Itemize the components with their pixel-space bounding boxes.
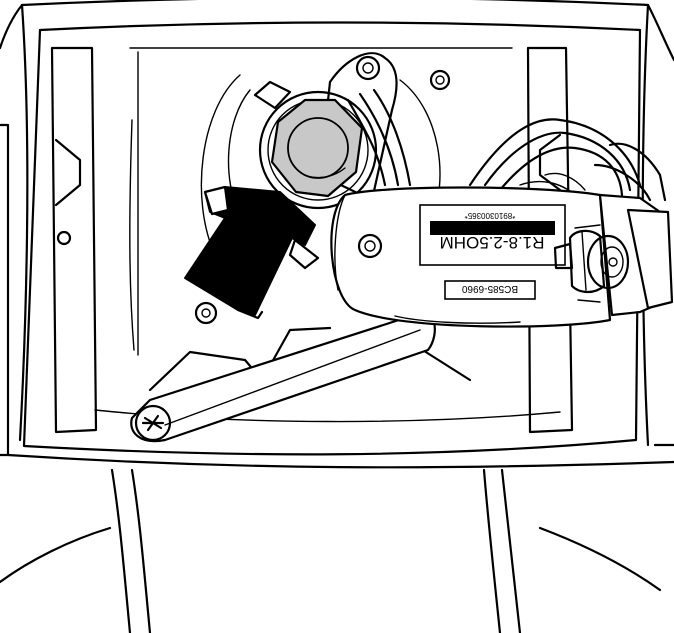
sensor-body: *8910300365* R1.8-2.5OHM BC585-6960 <box>330 186 612 328</box>
resistance-label: R1.8-2.5OHM <box>440 233 545 252</box>
throttle-lever <box>130 308 436 443</box>
left-screw-hole <box>56 230 72 246</box>
barcode <box>430 221 555 235</box>
inner-plate <box>22 21 642 456</box>
barcode-text: *8910300365* <box>465 211 516 220</box>
lever-pivot-screw <box>134 404 172 442</box>
lower-left-screw <box>194 301 218 325</box>
shaft-nut-assembly <box>258 90 378 210</box>
screw-holes <box>194 69 451 325</box>
upper-right-screw <box>429 69 451 91</box>
part-number-plate <box>444 280 536 300</box>
sensor-mounting-hole <box>357 233 383 259</box>
shaft-boss <box>258 90 378 210</box>
electrical-connector <box>553 193 674 317</box>
locating-tab <box>253 80 292 110</box>
wiring-harness <box>346 88 667 202</box>
direction-arrow <box>184 185 320 320</box>
left-mounting-slot <box>50 46 98 434</box>
connector-ring <box>586 234 630 290</box>
part-number: BC585-6960 <box>461 283 518 294</box>
